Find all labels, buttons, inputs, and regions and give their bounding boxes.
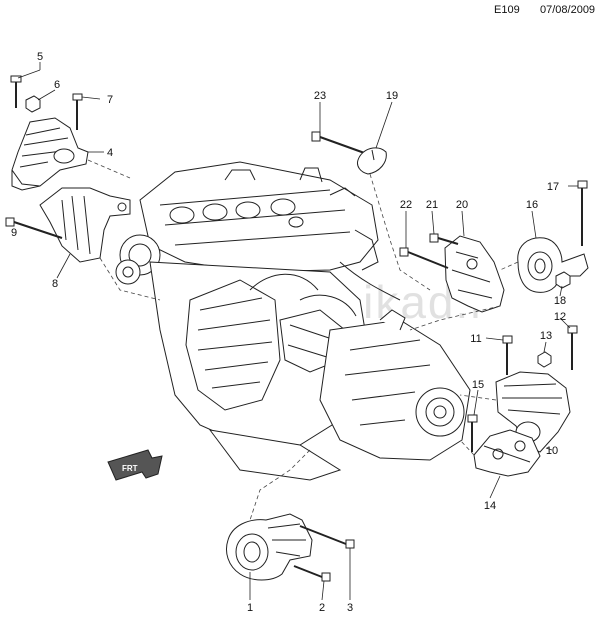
callout-22: 22 (400, 199, 412, 211)
callout-12: 12 (554, 311, 566, 323)
engine-assembly (115, 161, 471, 481)
callout-16: 16 (526, 199, 538, 211)
callout-2: 2 (319, 602, 325, 614)
nut-part-6 (25, 95, 41, 113)
mount-part-4 (11, 117, 89, 191)
bolt-part-5 (10, 75, 22, 108)
connector-lines (87, 159, 519, 521)
callout-19: 19 (386, 90, 398, 102)
bolt-part-15 (467, 414, 478, 452)
callout-5: 5 (37, 51, 43, 63)
bolt-part-21 (429, 233, 459, 245)
callout-15: 15 (472, 379, 484, 391)
page-code: E109 (494, 4, 520, 16)
bolt-part-12 (567, 325, 578, 370)
bracket-part-8 (39, 187, 131, 263)
callout-17: 17 (547, 181, 559, 193)
bracket-part-14 (473, 429, 541, 477)
nut-part-18 (555, 271, 571, 289)
diagram-date: 07/08/2009 (540, 4, 596, 16)
callout-3: 3 (347, 602, 353, 614)
front-direction-arrow: FRT (107, 449, 163, 481)
bolt-part-22 (399, 247, 449, 269)
direction-label: FRT (122, 464, 138, 473)
callout-9: 9 (11, 227, 17, 239)
callout-1: 1 (247, 602, 253, 614)
leader-lines (13, 62, 578, 601)
callout-13: 13 (540, 330, 552, 342)
callout-10: 10 (546, 445, 558, 457)
callout-8: 8 (52, 278, 58, 290)
bolt-part-23 (311, 131, 371, 156)
mount-part-1 (226, 513, 313, 581)
callout-20: 20 (456, 199, 468, 211)
callout-14: 14 (484, 500, 496, 512)
bolt-part-2 (293, 565, 331, 582)
callout-labels: 5 6 7 4 9 8 23 19 22 21 20 16 17 18 11 1… (11, 51, 566, 614)
mount-part-16 (517, 237, 589, 293)
shield-part-19 (357, 147, 387, 175)
callout-21: 21 (426, 199, 438, 211)
bolt-part-11 (502, 335, 513, 375)
nut-part-13 (537, 351, 552, 368)
bracket-part-20 (444, 235, 505, 313)
callout-11: 11 (470, 333, 481, 345)
bolt-part-17 (577, 180, 588, 246)
bolt-part-7 (72, 93, 83, 130)
callout-23: 23 (314, 90, 326, 102)
callout-18: 18 (554, 295, 566, 307)
callout-7: 7 (107, 94, 113, 106)
callout-6: 6 (54, 79, 60, 91)
callout-4: 4 (107, 147, 113, 159)
